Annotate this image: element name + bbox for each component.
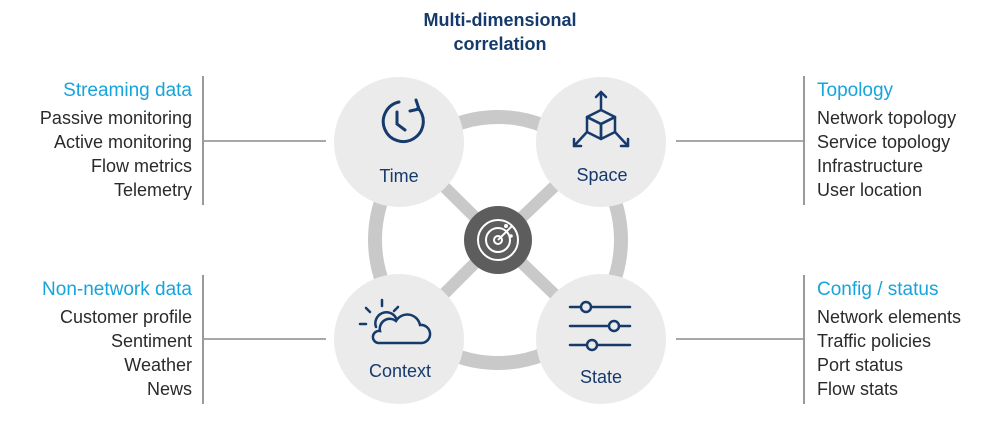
connector-state-config xyxy=(676,338,803,340)
nonnetwork-item: Sentiment xyxy=(110,331,192,351)
space-label: Space xyxy=(576,165,627,185)
state-label: State xyxy=(580,367,622,387)
config-item: Traffic policies xyxy=(817,331,932,351)
non-network-data-heading: Non-network data xyxy=(42,279,192,300)
nonnetwork-divider xyxy=(202,275,204,404)
streaming-item: Flow metrics xyxy=(90,156,192,176)
streaming-item: Passive monitoring xyxy=(39,108,192,128)
sliders-icon xyxy=(568,300,632,352)
nonnetwork-item: News xyxy=(146,379,192,399)
topology-group: Topology Network topology Service topolo… xyxy=(817,78,997,202)
connector-streaming-time xyxy=(204,140,326,142)
nonnetwork-item: Customer profile xyxy=(59,307,192,327)
config-item: Network elements xyxy=(817,307,962,327)
non-network-data-group: Non-network data Customer profile Sentim… xyxy=(12,277,192,401)
context-node: Context xyxy=(334,274,464,404)
topology-item: Infrastructure xyxy=(817,156,924,176)
sun-cloud-icon xyxy=(358,298,432,345)
config-status-group: Config / status Network elements Traffic… xyxy=(817,277,997,401)
radar-hub-icon xyxy=(464,206,532,274)
streaming-data-group: Streaming data Passive monitoring Active… xyxy=(12,78,192,202)
title-line-1: Multi-dimensional xyxy=(423,10,577,30)
streaming-item: Telemetry xyxy=(113,180,192,200)
title-line-2: correlation xyxy=(453,34,547,54)
streaming-data-heading: Streaming data xyxy=(63,80,192,101)
diagram-title: Multi-dimensional correlation xyxy=(350,8,650,56)
connector-nonnetwork-context xyxy=(204,338,326,340)
nonnetwork-item: Weather xyxy=(124,355,192,375)
config-divider xyxy=(803,275,805,404)
time-node: Time xyxy=(334,77,464,207)
streaming-divider xyxy=(202,76,204,205)
config-item: Port status xyxy=(817,355,904,375)
connector-space-topology xyxy=(676,140,803,142)
topology-divider xyxy=(803,76,805,205)
topology-item: Network topology xyxy=(817,108,957,128)
state-node: State xyxy=(536,274,666,404)
topology-item: User location xyxy=(817,180,923,200)
config-status-heading: Config / status xyxy=(817,279,939,300)
topology-item: Service topology xyxy=(817,132,951,152)
streaming-item: Active monitoring xyxy=(53,132,192,152)
clock-icon xyxy=(381,98,425,144)
time-label: Time xyxy=(379,166,418,186)
topology-heading: Topology xyxy=(817,80,894,101)
outer-ring xyxy=(368,110,628,370)
config-item: Flow stats xyxy=(817,379,899,399)
space-node: Space xyxy=(536,77,666,207)
cube-arrows-icon xyxy=(572,90,630,148)
context-label: Context xyxy=(369,361,431,381)
